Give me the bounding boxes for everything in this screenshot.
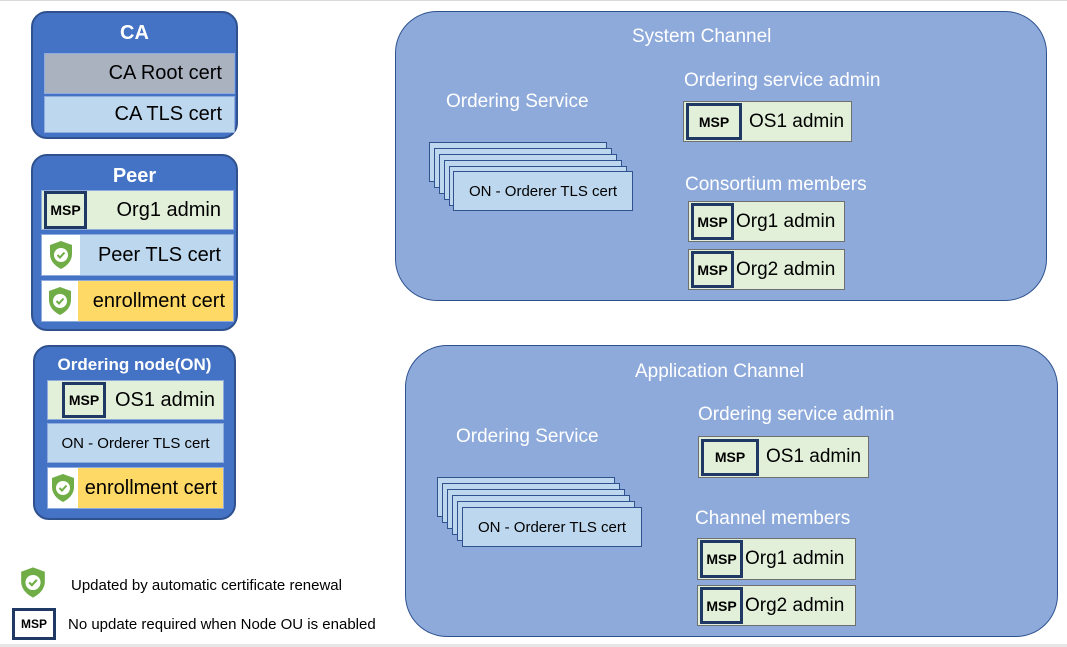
system-member-org2: MSP Org2 admin <box>688 249 845 290</box>
msp-label: MSP <box>50 202 81 218</box>
on-admin-label: OS1 admin <box>114 388 215 411</box>
peer-tls-label: Peer TLS cert <box>97 243 221 266</box>
msp-icon: MSP <box>686 103 742 140</box>
msp-label: MSP <box>20 617 47 631</box>
ca-box: CA CA Root cert CA TLS cert <box>31 11 238 139</box>
application-member-org2: MSP Org2 admin <box>697 585 856 626</box>
msp-label: MSP <box>706 551 737 567</box>
orderer-tls-card-label: ON - Orderer TLS cert <box>468 182 618 200</box>
shield-check-icon <box>49 287 71 315</box>
ca-root-cert: CA Root cert <box>44 53 235 94</box>
msp-icon: MSP <box>44 191 87 229</box>
msp-label: MSP <box>697 213 728 230</box>
on-tls-label: ON - Orderer TLS cert <box>61 434 210 452</box>
orderer-tls-card-label: ON - Orderer TLS cert <box>477 518 627 536</box>
shield-icon-holder <box>42 235 80 275</box>
bottom-border <box>0 644 1067 647</box>
system-members-heading: Consortium members <box>685 174 867 195</box>
system-member-org2-label: Org2 admin <box>736 258 836 280</box>
on-enrollment-row: enrollment cert <box>47 467 224 509</box>
system-os1-admin: MSP OS1 admin <box>683 101 852 142</box>
on-tls-row: ON - Orderer TLS cert <box>47 423 224 463</box>
ca-title: CA <box>120 22 149 44</box>
application-members-heading: Channel members <box>695 508 851 529</box>
orderer-tls-card: ON - Orderer TLS cert <box>462 507 642 547</box>
application-os1-admin-label: OS1 admin <box>766 446 862 467</box>
msp-icon: MSP <box>691 203 734 240</box>
system-admin-heading: Ordering service admin <box>684 70 881 91</box>
msp-icon: MSP <box>691 251 734 288</box>
application-admin-heading: Ordering service admin <box>698 404 895 425</box>
orderer-tls-card: ON - Orderer TLS cert <box>453 171 633 211</box>
shield-check-icon <box>52 474 74 502</box>
application-member-org1-label: Org1 admin <box>745 548 845 569</box>
msp-label: MSP <box>697 261 728 278</box>
msp-icon: MSP <box>62 382 106 418</box>
shield-icon-holder <box>42 281 78 321</box>
peer-enrollment-label: enrollment cert <box>92 289 225 312</box>
legend: Updated by automatic certificate renewal… <box>0 560 400 640</box>
ordering-node-box: Ordering node(ON) MSP OS1 admin ON - Ord… <box>33 345 236 520</box>
ordering-node-title: Ordering node(ON) <box>57 355 212 374</box>
peer-box: Peer MSP Org1 admin Peer TLS cert enroll… <box>31 154 238 331</box>
system-member-org1-label: Org1 admin <box>736 210 836 232</box>
shield-check-icon <box>50 241 72 269</box>
shield-check-icon <box>21 567 45 598</box>
system-ordering-service-label: Ordering Service <box>446 91 589 112</box>
application-member-org1: MSP Org1 admin <box>697 538 856 580</box>
system-channel-title: System Channel <box>632 26 772 47</box>
on-admin-row: MSP OS1 admin <box>47 380 224 420</box>
ca-tls-cert-label: CA TLS cert <box>114 103 222 125</box>
msp-icon: MSP <box>700 540 743 578</box>
ca-tls-cert: CA TLS cert <box>44 96 235 133</box>
msp-label: MSP <box>68 392 100 408</box>
on-enrollment-label: enrollment cert <box>84 476 217 499</box>
ca-root-cert-label: CA Root cert <box>108 62 222 84</box>
application-channel-title: Application Channel <box>635 361 805 382</box>
peer-enrollment-row: enrollment cert <box>41 280 234 322</box>
peer-admin-row: MSP Org1 admin <box>41 190 234 230</box>
application-os1-admin: MSP OS1 admin <box>698 436 869 478</box>
peer-tls-row: Peer TLS cert <box>41 234 234 276</box>
application-ordering-service-label: Ordering Service <box>456 426 599 447</box>
system-member-org1: MSP Org1 admin <box>688 201 845 242</box>
msp-icon: MSP <box>12 608 56 640</box>
system-os1-admin-label: OS1 admin <box>749 110 845 132</box>
msp-icon: MSP <box>701 438 759 476</box>
application-member-org2-label: Org2 admin <box>745 594 845 616</box>
legend-shield-text: Updated by automatic certificate renewal <box>71 577 342 594</box>
msp-label: MSP <box>706 597 737 614</box>
msp-label: MSP <box>698 113 730 130</box>
shield-icon-holder <box>48 468 78 508</box>
msp-icon: MSP <box>700 587 743 624</box>
application-channel: Application Channel Ordering Service Ord… <box>405 345 1058 637</box>
top-border <box>0 0 1067 1</box>
peer-admin-label: Org1 admin <box>116 198 222 221</box>
system-channel: System Channel Ordering Service Ordering… <box>395 11 1047 301</box>
peer-title: Peer <box>112 165 157 187</box>
msp-label: MSP <box>714 449 746 465</box>
legend-msp-text: No update required when Node OU is enabl… <box>68 616 376 633</box>
